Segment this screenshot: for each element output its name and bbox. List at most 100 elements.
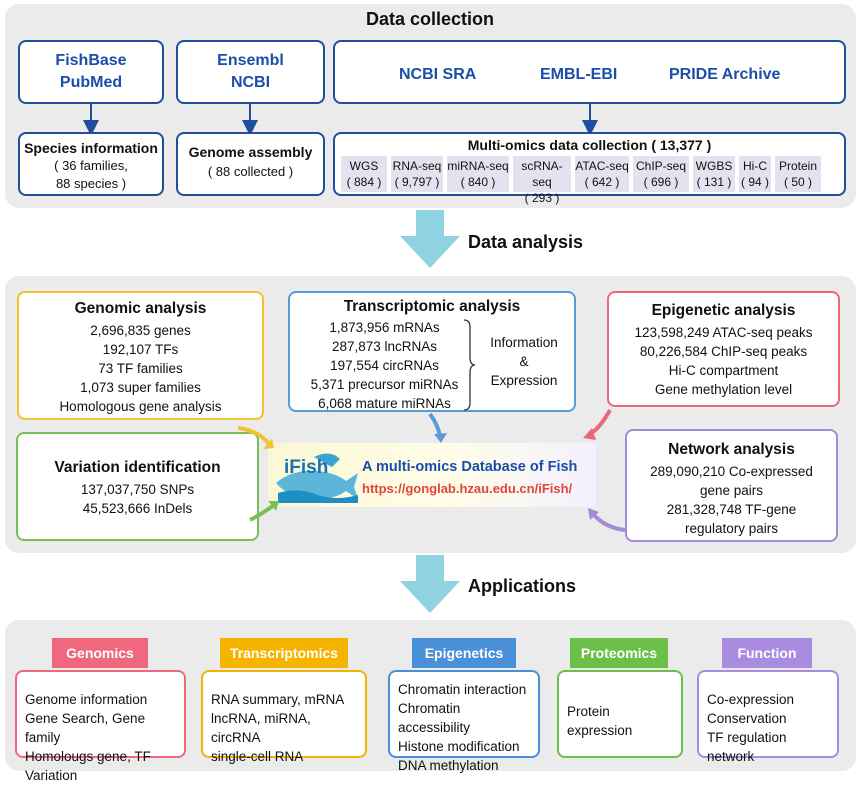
omics-item: WGS( 884 ): [341, 156, 387, 192]
species-title: Species information: [24, 140, 158, 156]
omics-count: ( 131 ): [696, 175, 732, 189]
epigenetic-line: 80,226,584 ChIP-seq peaks: [639, 344, 808, 359]
source-fishbase: FishBase: [55, 52, 127, 69]
genomic-title: Genomic analysis: [74, 300, 207, 317]
genome-assembly-box: Genome assembly ( 88 collected ): [176, 132, 325, 196]
omics-name: Hi-C: [743, 159, 767, 173]
application-tag-proteomics: Proteomics: [570, 638, 668, 668]
epigenetic-analysis-card: Epigenetic analysis 123,598,249 ATAC-seq…: [607, 291, 840, 407]
genomic-line: 73 TF families: [98, 361, 183, 376]
epigenetic-line: Gene methylation level: [654, 382, 793, 397]
source-ensembl: Ensembl: [217, 52, 284, 69]
application-item: Variation: [25, 768, 78, 783]
genomic-analysis-card: Genomic analysis 2,696,835 genes 192,107 …: [17, 291, 264, 420]
omics-count: ( 9,797 ): [394, 175, 440, 189]
source-archives: NCBI SRA EMBL-EBI PRIDE Archive: [333, 40, 846, 104]
omics-item: RNA-seq ( 9,797 ): [391, 156, 443, 192]
multiomics-box: Multi-omics data collection ( 13,377 ) W…: [333, 132, 846, 205]
transcriptomic-analysis-card: Transcriptomic analysis 1,873,956 mRNAs 2…: [288, 291, 576, 412]
omics-count: ( 642 ): [584, 175, 620, 189]
network-line: 289,090,210 Co-expressed: [650, 464, 813, 479]
data-collection-title: Data collection: [365, 9, 495, 29]
multiomics-title: Multi-omics data collection ( 13,377 ): [467, 137, 712, 153]
genomic-line: 1,073 super families: [80, 380, 201, 395]
omics-count: ( 696 ): [643, 175, 679, 189]
source-ncbi-sra: NCBI SRA: [399, 66, 477, 83]
omics-item: Hi-C ( 94 ): [739, 156, 771, 192]
species-count: 88 species ): [55, 176, 127, 191]
pointer-network: [592, 513, 626, 532]
genomic-line: Homologous gene analysis: [59, 399, 222, 414]
variation-title: Variation identification: [54, 459, 221, 476]
transcriptomic-line: 287,873 lncRNAs: [331, 339, 438, 354]
source-fishbase-pubmed: FishBase PubMed: [18, 40, 164, 104]
ifish-banner: iFish A multi-omics Database of Fish htt…: [268, 443, 596, 507]
omics-item: scRNA-seq ( 293 ): [513, 156, 571, 205]
omics-count: ( 94 ): [740, 175, 769, 189]
omics-count: ( 293 ): [524, 191, 560, 205]
variation-line: 45,523,666 InDels: [82, 501, 193, 516]
application-item: Genome information: [25, 692, 148, 707]
application-item: Chromatin interaction: [398, 682, 527, 697]
omics-name: WGBS: [695, 159, 733, 173]
network-title: Network analysis: [668, 441, 795, 458]
source-ncbi: NCBI: [230, 74, 271, 91]
source-pubmed: PubMed: [59, 74, 123, 91]
genomic-line: 2,696,835 genes: [90, 323, 191, 338]
genomic-line: 192,107 TFs: [102, 342, 179, 357]
application-item: Conservation: [707, 711, 787, 726]
omics-item: Protein( 50 ): [775, 156, 821, 192]
network-line: 281,328,748 TF-gene: [666, 502, 797, 517]
omics-row: WGS( 884 ) RNA-seq ( 9,797 ) miRNA-seq( 840…: [341, 156, 841, 205]
application-card-transcriptomics: RNA summary, mRNA lncRNA, miRNA, circRNA s…: [201, 670, 367, 764]
omics-name: ATAC-seq: [575, 159, 629, 173]
side-amp: &: [519, 354, 529, 369]
data-analysis-title: Data analysis: [468, 232, 584, 252]
brace-icon: [463, 319, 476, 411]
genomic-lines: 2,696,835 genes 192,107 TFs 73 TF families…: [19, 321, 262, 416]
omics-name: scRNA-seq: [521, 159, 563, 189]
variation-lines: 137,037,750 SNPs 45,523,666 InDels: [18, 480, 257, 518]
ifish-url[interactable]: https://gonglab.hzau.edu.cn/iFish/: [362, 481, 573, 496]
pointer-epigenetic: [588, 409, 612, 436]
omics-name: Protein: [778, 159, 818, 173]
omics-count: ( 884 ): [346, 175, 382, 189]
pointer-variation: [249, 503, 276, 522]
source-pride-archive: PRIDE Archive: [669, 66, 781, 83]
application-tag-genomics: Genomics: [52, 638, 148, 668]
applications-title: Applications: [468, 576, 577, 596]
side-expression: Expression: [490, 373, 558, 388]
species-information-box: Species information ( 36 families, 88 sp…: [18, 132, 164, 196]
application-tag-epigenetics: Epigenetics: [412, 638, 516, 668]
source-ensembl-ncbi: Ensembl NCBI: [176, 40, 325, 104]
flow-arrow-down-icon: [400, 210, 460, 268]
network-line: regulatory pairs: [684, 521, 779, 536]
variation-line: 137,037,750 SNPs: [80, 482, 195, 497]
epigenetic-title: Epigenetic analysis: [651, 302, 796, 319]
omics-name: miRNA-seq: [447, 159, 509, 173]
pointer-transcriptomic: [428, 412, 442, 437]
application-item: single-cell RNA: [211, 749, 304, 764]
application-item: Chromatin accessibility: [398, 701, 471, 735]
transcriptomic-line: 1,873,956 mRNAs: [329, 320, 440, 335]
transcriptomic-title: Transcriptomic analysis: [343, 298, 521, 315]
omics-item: WGBS ( 131 ): [693, 156, 735, 192]
application-tag-function: Function: [722, 638, 812, 668]
transcriptomic-line: 197,554 circRNAs: [330, 358, 439, 373]
application-item: Protein expression: [567, 704, 633, 738]
omics-item: ChIP-seq( 696 ): [633, 156, 689, 192]
transcriptomic-lines: 1,873,956 mRNAs 287,873 lncRNAs 197,554 ci…: [302, 318, 467, 413]
application-item: RNA summary, mRNA: [211, 692, 345, 707]
application-item: Co-expression: [707, 692, 795, 707]
omics-item: miRNA-seq( 840 ): [447, 156, 509, 192]
application-tag-transcriptomics: Transcriptomics: [220, 638, 348, 668]
omics-name: RNA-seq: [392, 159, 442, 173]
application-item: lncRNA, miRNA, circRNA: [211, 711, 311, 745]
ifish-title: A multi-omics Database of Fish: [362, 459, 578, 475]
